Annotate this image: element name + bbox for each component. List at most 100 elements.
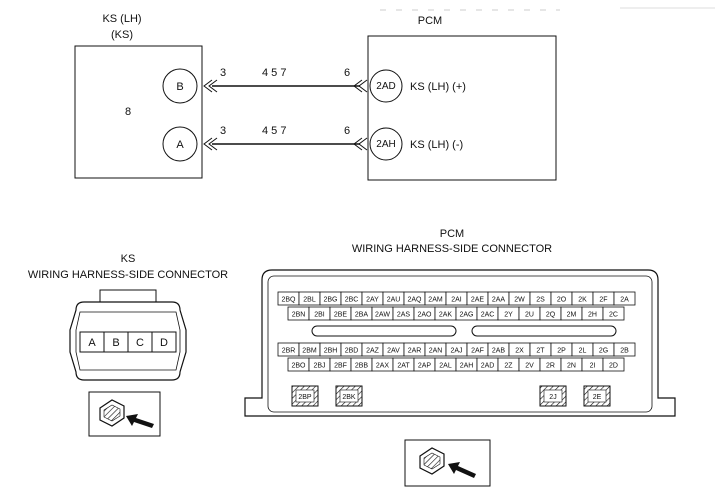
wire-bottom [203, 137, 368, 151]
pcm-pin-label: 2Z [504, 363, 513, 370]
pcm-pin-label: 2D [609, 363, 618, 370]
pcm-connector-title-line1: PCM [440, 228, 464, 240]
pcm-pin-label: 2H [588, 312, 597, 319]
ks-title-line1: KS (LH) [102, 13, 141, 25]
pcm-bottom-pin-inner [339, 389, 359, 403]
pcm-pin-label: 2AY [366, 297, 379, 304]
pcm-pin-label: 2AM [428, 297, 443, 304]
pcm-pin-label: 2AH [460, 363, 474, 370]
pcm-pin-label: 2BO [291, 363, 306, 370]
pcm-pin-label: 2AE [471, 297, 485, 304]
pcm-pin-label: 2Y [504, 312, 513, 319]
pcm-pin-label: 2BD [345, 348, 359, 355]
wire-top [203, 79, 368, 93]
pcm-pin-label: 2AA [492, 297, 506, 304]
pcm-pin-label: 2AK [439, 312, 453, 319]
pcm-pin-label: 2BQ [281, 297, 296, 304]
pcm-pin-label: 2AB [492, 348, 506, 355]
wire-bottom-ref-3: 3 [220, 125, 226, 137]
pcm-pin-label: 2BN [292, 312, 306, 319]
pcm-pin-label: 2AZ [366, 348, 380, 355]
pcm-pin-label: 2AN [429, 348, 443, 355]
pcm-bottom-pin-label: 2BK [342, 394, 356, 401]
pcm-pin-label: 2N [567, 363, 576, 370]
pcm-pin-label: 2AX [376, 363, 390, 370]
pcm-pin-label: 2Q [546, 312, 556, 319]
pcm-pin-label: 2G [599, 348, 608, 355]
pcm-pin-label: 2BR [282, 348, 296, 355]
pcm-pin-label: 2T [536, 348, 545, 355]
pcm-pin-label: 2O [557, 297, 567, 304]
ks-ref-8: 8 [125, 106, 131, 118]
pcm-pin-label: 2P [557, 348, 566, 355]
pcm-pin-label: 2AV [387, 348, 400, 355]
pcm-pin-label: 2M [567, 312, 577, 319]
pcm-pin-label: 2B [620, 348, 629, 355]
pcm-pin-cell [613, 342, 636, 357]
ks-pin-a: A [88, 337, 96, 349]
pcm-pin-label: 2BB [355, 363, 369, 370]
pcm-pin-label: 2K [578, 297, 587, 304]
pcm-terminal-2ad [369, 69, 403, 103]
pcm-pin-label: 2L [579, 348, 587, 355]
pcm-pin-label: 2BL [303, 297, 316, 304]
pcm-bottom-pin-inner [543, 389, 563, 403]
pcm-signal-minus: KS (LH) (-) [410, 139, 463, 151]
pcm-pin-label: 2BF [334, 363, 347, 370]
wire-bottom-ref-457: 4 5 7 [262, 125, 286, 137]
pcm-pin-label: 2X [515, 348, 524, 355]
pcm-pin-label: 2BE [334, 312, 348, 319]
pcm-pin-label: 2BM [302, 348, 317, 355]
ks-pin-c: C [136, 337, 144, 349]
pcm-pin-label: 2AC [481, 312, 495, 319]
ks-terminal-a [162, 126, 198, 162]
pcm-pin-label: 2BJ [313, 363, 325, 370]
pcm-bottom-pin-inner [587, 389, 607, 403]
pcm-connector-title-line2: WIRING HARNESS-SIDE CONNECTOR [352, 243, 552, 255]
pcm-terminal-2ah [369, 127, 403, 161]
pcm-bottom-pin-inner [295, 389, 315, 403]
pcm-pin-label: 2A [620, 297, 629, 304]
pcm-component-box [367, 35, 557, 181]
pcm-pin-label: 2AJ [450, 348, 462, 355]
pcm-pin-label: 2S [536, 297, 545, 304]
ks-terminal-a-label: A [176, 139, 184, 151]
wire-bottom-ref-6: 6 [344, 125, 350, 137]
ks-connector-pins: A B C D [79, 331, 177, 353]
ks-terminal-b [162, 68, 198, 104]
pcm-pin-label: 2BA [355, 312, 369, 319]
wire-top-ref-3: 3 [220, 67, 226, 79]
pcm-pin-label: 2BG [323, 297, 337, 304]
ks-terminal-b-label: B [176, 81, 183, 93]
pcm-pin-label: 2BH [324, 348, 338, 355]
pcm-pin-label: 2AF [471, 348, 484, 355]
pcm-pin-label: 2AD [481, 363, 495, 370]
pcm-pin-label: 2AP [418, 363, 432, 370]
ks-component-box [74, 45, 203, 179]
ks-connector-view-icon [88, 391, 161, 437]
pcm-bottom-pin-label: 2E [593, 394, 602, 401]
pcm-bottom-pin-label: 2J [549, 394, 556, 401]
pcm-title: PCM [418, 15, 442, 27]
pcm-pin-label: 2AS [397, 312, 411, 319]
pcm-pin-label: 2F [599, 297, 607, 304]
pcm-pin-label: 2AT [397, 363, 410, 370]
pcm-connector-view-icon [404, 439, 491, 487]
wire-top-ref-6: 6 [344, 67, 350, 79]
pcm-pin-label: 2C [609, 312, 618, 319]
pcm-pin-label: 2I [590, 363, 596, 370]
pcm-pin-label: 2BC [345, 297, 359, 304]
pcm-pin-cell [613, 291, 636, 306]
ks-pin-d: D [160, 337, 168, 349]
ks-connector-title-line2: WIRING HARNESS-SIDE CONNECTOR [28, 269, 228, 281]
pcm-pin-label: 2AI [451, 297, 462, 304]
pcm-pin-label: 2AW [375, 312, 390, 319]
ks-connector-title-line1: KS [121, 253, 136, 265]
pcm-pin-label: 2V [525, 363, 534, 370]
pcm-pin-label: 2R [546, 363, 555, 370]
pcm-terminal-2ah-label: 2AH [376, 139, 395, 150]
pcm-signal-plus: KS (LH) (+) [410, 81, 466, 93]
pcm-pin-label: 2W [514, 297, 525, 304]
